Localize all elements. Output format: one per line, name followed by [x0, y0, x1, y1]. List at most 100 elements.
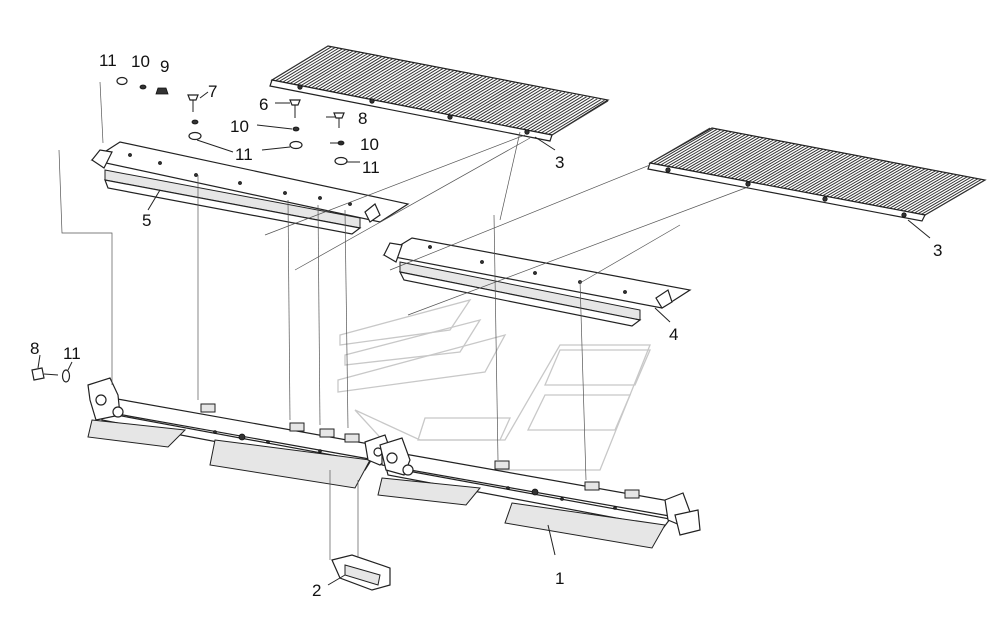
grille-slat	[864, 168, 926, 205]
callout-11-left: 11	[63, 344, 81, 363]
grille-slat	[415, 73, 472, 109]
grille-slat	[400, 70, 458, 106]
grille-slat	[548, 99, 605, 135]
grille-slat	[670, 131, 732, 168]
grille-slat	[695, 136, 757, 173]
grille-slat	[737, 144, 799, 181]
grille-slat	[797, 155, 859, 192]
grille-slat	[804, 156, 866, 193]
grille-slat	[861, 167, 922, 204]
grille-slat	[465, 83, 523, 119]
grille-slat	[882, 171, 943, 208]
grille-slat	[773, 150, 834, 187]
grille-slat	[734, 143, 795, 180]
grille-slat	[530, 96, 587, 132]
grille-slat	[744, 145, 806, 182]
grille-slat	[476, 85, 533, 121]
grille-slat	[716, 140, 778, 177]
grille-slat	[840, 163, 901, 200]
grille-slat	[854, 166, 915, 203]
grille-slat	[451, 80, 508, 116]
grille-slat	[914, 177, 975, 214]
grille-slat	[871, 169, 933, 206]
grille-slat	[857, 166, 919, 203]
grille-slat	[271, 45, 329, 81]
callout-9: 9	[160, 57, 169, 76]
grille-slat	[921, 178, 982, 215]
grille-slat	[692, 135, 753, 172]
grille-slat	[458, 82, 515, 118]
grille-slat	[461, 82, 519, 118]
grille-slat	[515, 93, 573, 129]
grille-slat	[794, 154, 855, 191]
callout-8-left: 8	[30, 339, 39, 358]
grille-slat	[776, 151, 838, 188]
grille-slat	[783, 152, 845, 189]
grille-slat	[755, 147, 817, 184]
grille-slat	[483, 87, 541, 123]
grille-slat	[365, 63, 422, 99]
grille-slat	[350, 61, 408, 96]
callout-1: 1	[555, 569, 564, 588]
grille-slat	[354, 61, 411, 97]
grille-panel-upper	[269, 45, 610, 142]
support-bracket-4	[382, 237, 692, 327]
grille-slat	[347, 60, 404, 96]
grille-slat	[318, 54, 375, 90]
grille-slat	[472, 85, 530, 120]
grille-slat	[730, 142, 792, 179]
grille-slat	[544, 99, 602, 135]
grille-slat	[681, 133, 742, 170]
grille-slat	[829, 161, 891, 198]
grille-slat	[526, 95, 584, 131]
grille-slat	[296, 50, 354, 86]
grille-slat	[787, 153, 848, 190]
grille-slat	[404, 71, 462, 107]
grille-slat	[325, 56, 383, 92]
grille-slat	[836, 162, 898, 199]
callout-7: 7	[208, 82, 217, 101]
grille-slat	[674, 132, 735, 169]
grille-slat	[523, 94, 580, 130]
grille-slat	[766, 149, 827, 186]
grille-slat	[361, 63, 419, 99]
grille-slat	[759, 148, 820, 185]
grille-slat	[706, 138, 767, 175]
grille-slat	[372, 65, 429, 101]
grille-slat	[702, 137, 764, 174]
callout-8-right: 8	[358, 109, 367, 128]
grille-panel-right	[647, 127, 987, 222]
grille-slat	[487, 87, 544, 123]
grille-slat	[300, 51, 357, 87]
callout-11-top: 11	[99, 51, 117, 70]
grille-slat	[653, 128, 714, 165]
grille-slat	[875, 170, 936, 207]
grille-slat	[311, 53, 368, 89]
grille-slat	[748, 146, 809, 183]
grille-slat	[357, 62, 415, 98]
grille-slat	[900, 174, 961, 211]
grille-slat	[910, 176, 972, 213]
grille-slat	[304, 51, 361, 87]
grille-slat	[454, 81, 512, 117]
grille-slat	[379, 66, 436, 102]
grille-slat	[808, 157, 869, 194]
grille-slat	[751, 146, 813, 183]
leader-lines	[58, 81, 749, 560]
grille-slat	[917, 178, 979, 215]
grille-slat	[847, 164, 908, 201]
grille-slat	[519, 94, 576, 130]
callout-3-right: 3	[933, 241, 942, 260]
grille-slat	[336, 58, 393, 94]
grille-slat	[677, 132, 739, 169]
frame-assembly-left	[87, 377, 393, 489]
frame-assembly-right	[377, 437, 701, 549]
grille-slat	[494, 89, 551, 125]
grille-slat	[889, 172, 950, 209]
grille-slat	[663, 130, 725, 167]
grille-slat	[508, 92, 566, 127]
grille-slat	[688, 134, 750, 171]
grille-slat	[667, 130, 728, 167]
grille-slat	[329, 56, 386, 92]
grille-slat	[762, 148, 824, 185]
